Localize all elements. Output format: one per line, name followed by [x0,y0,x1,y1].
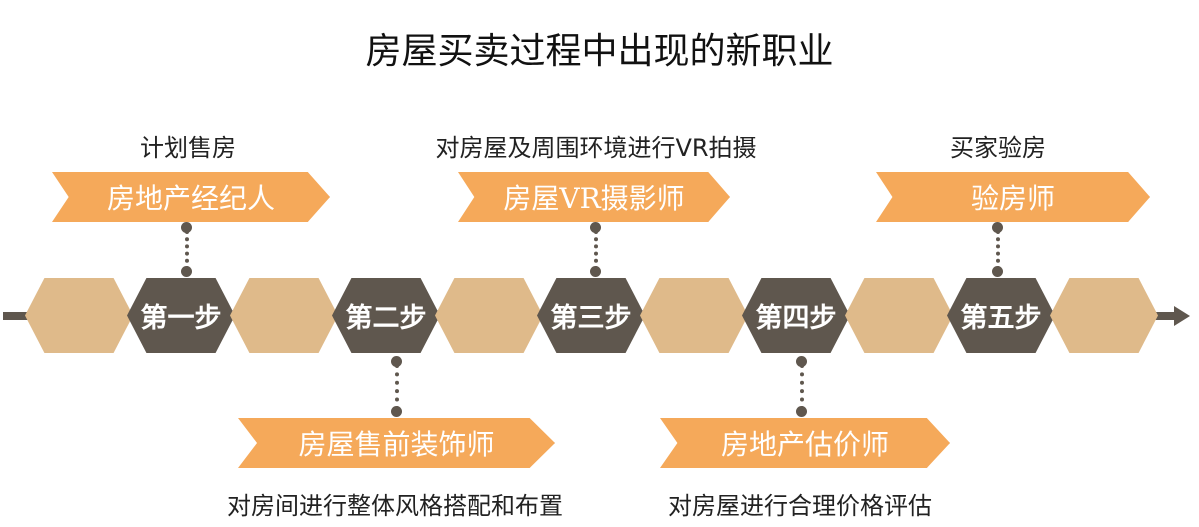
step-4: 第四步 [742,278,850,353]
role-banner-5: 验房师 [876,172,1150,222]
hex-spacer [845,278,953,353]
hex-spacer [25,278,133,353]
caption-step-1: 计划售房 [140,134,236,162]
step-3: 第三步 [537,278,645,353]
step-1: 第一步 [127,278,235,353]
role-banner-1: 房地产经纪人 [52,172,330,222]
caption-step-2: 对房间进行整体风格搭配和布置 [227,492,563,520]
connector-line [594,230,598,270]
step-2: 第二步 [332,278,440,353]
hex-spacer [435,278,543,353]
step-5: 第五步 [947,278,1055,353]
connector-line [395,364,399,410]
connector-dot [181,222,192,233]
role-banner-2: 房屋售前装饰师 [238,418,555,468]
connector-line [185,230,189,270]
connector-line [800,364,804,410]
connector-line [996,230,1000,270]
arrow-right-icon [1174,306,1190,326]
connector-dot [796,356,807,367]
page-title: 房屋买卖过程中出现的新职业 [365,31,834,72]
caption-step-3: 对房屋及周围环境进行VR拍摄 [435,134,757,162]
connector-dot [992,266,1003,277]
connector-dot [590,266,601,277]
role-banner-3: 房屋VR摄影师 [458,172,730,222]
connector-dot [391,406,402,417]
connector-dot [181,266,192,277]
caption-step-4: 对房屋进行合理价格评估 [668,492,932,520]
caption-step-5: 买家验房 [950,134,1046,162]
role-banner-4: 房地产估价师 [660,418,950,468]
hex-spacer [640,278,748,353]
hex-spacer [1050,278,1158,353]
connector-dot [590,222,601,233]
hex-spacer [230,278,338,353]
connector-dot [796,406,807,417]
connector-dot [391,356,402,367]
connector-dot [992,222,1003,233]
